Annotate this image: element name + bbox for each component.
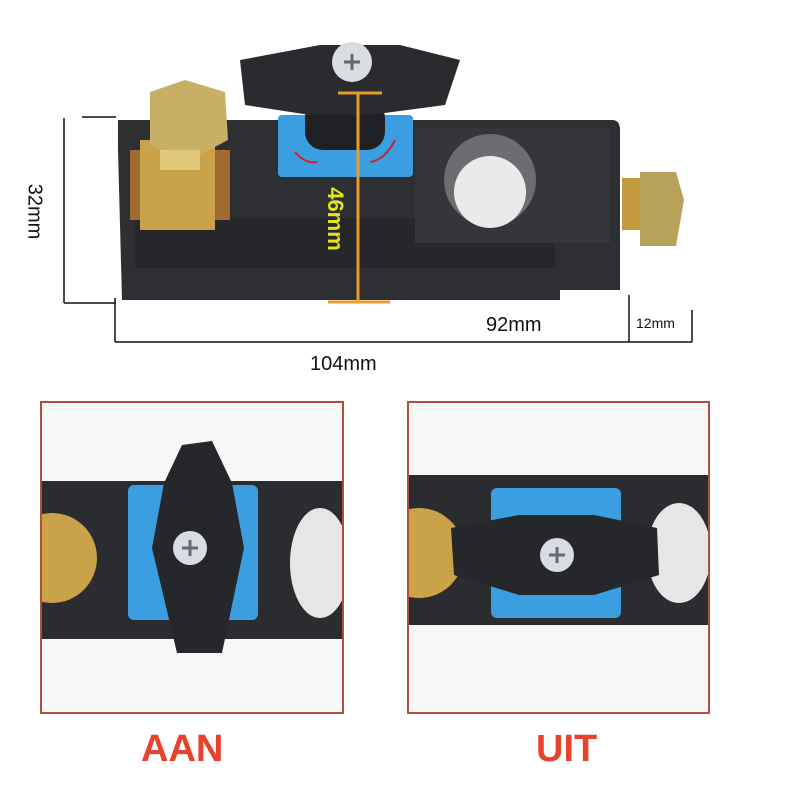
rotary-knob: [240, 42, 460, 150]
height-dimension-label: 32mm: [23, 183, 46, 240]
brass-terminal: [130, 80, 230, 230]
off-state-label: UIT: [536, 728, 598, 770]
product-illustration: [63, 42, 693, 343]
total-length-label: 104mm: [310, 353, 377, 375]
right-bolt: [622, 172, 684, 246]
knob-height-label: 46mm: [323, 187, 348, 251]
bolt-length-label: 12mm: [636, 315, 675, 331]
on-state-label: AAN: [141, 728, 224, 770]
on-state-photo: [40, 401, 344, 714]
knob-height-marker: [328, 91, 390, 304]
dimension-lines: [63, 116, 693, 343]
body-length-label: 92mm: [486, 314, 542, 336]
off-state-photo: [407, 401, 710, 714]
